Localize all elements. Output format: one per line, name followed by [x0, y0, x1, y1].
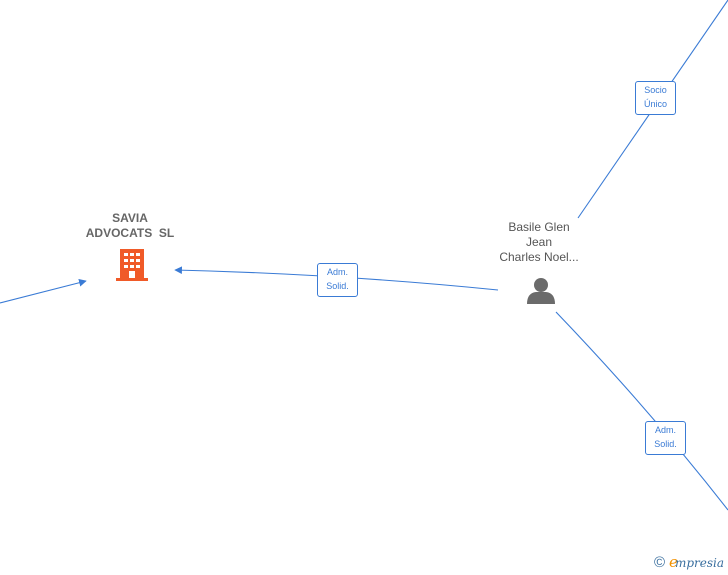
empresia-watermark: © empresia — [654, 553, 724, 571]
edge-label-line1: Socio — [644, 85, 667, 95]
company-name-line2: ADVOCATS SL — [85, 226, 175, 240]
edge-offscreen-to-company — [0, 278, 87, 304]
person-name-line2: Jean — [525, 235, 553, 249]
edge-person-to-bottom-right — [555, 311, 728, 511]
edge-label-adm-solid: Adm. Solid. — [317, 263, 358, 297]
logo-text: mpresia — [674, 556, 724, 570]
person-icon[interactable] — [527, 278, 555, 304]
person-name-line3: Charles Noel... — [499, 250, 579, 264]
edge-label-line1: Adm. — [654, 425, 676, 435]
edge-label-line2: Solid. — [654, 439, 677, 449]
edge-label-line2: Único — [643, 99, 667, 109]
edge-label-socio-unico: Socio Único — [635, 81, 676, 115]
person-name-line1: Basile Glen — [508, 220, 570, 234]
building-icon[interactable] — [116, 249, 148, 281]
edge-label-line2: Solid. — [326, 281, 349, 291]
person-name[interactable]: Basile Glen Jean Charles Noel... — [478, 220, 600, 265]
edge-label-adm-solid-2: Adm. Solid. — [645, 421, 686, 455]
logo-initial: e — [669, 553, 678, 571]
copyright-icon: © — [653, 553, 666, 571]
company-name[interactable]: SAVIA ADVOCATS SL — [60, 211, 200, 241]
empresia-logo: empresia — [669, 553, 724, 571]
edge-label-line1: Adm. — [326, 267, 348, 277]
company-name-line1: SAVIA — [112, 211, 148, 225]
